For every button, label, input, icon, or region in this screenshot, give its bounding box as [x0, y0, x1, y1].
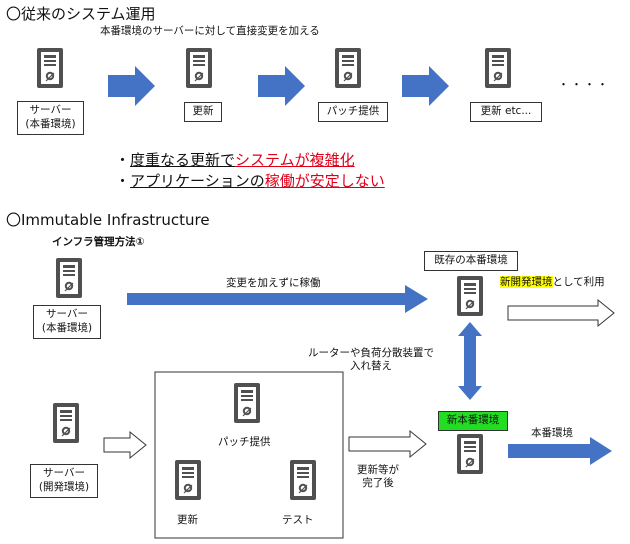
server-icon: [36, 47, 64, 89]
server-icon: [174, 459, 202, 501]
prod-server-label-box: サーバー (本番環境): [17, 101, 84, 135]
step-patch-box: パッチ提供: [318, 102, 388, 122]
existing-prod-label: 既存の本番環境: [434, 254, 508, 267]
label-line: サーバー: [43, 467, 85, 480]
new-dev-label: 新開発環境として利用: [500, 276, 605, 289]
server-icon: [185, 47, 213, 89]
label-line: サーバー: [29, 104, 72, 117]
step-update-box: 更新: [184, 102, 222, 122]
double-arrow-vertical-icon: [458, 322, 482, 400]
switch-label: ルーターや負荷分散装置で 入れ替え: [308, 347, 434, 373]
bullet-1: ・度重なる更新でシステムが複雑化: [115, 150, 355, 170]
bullet-mark: ・: [115, 151, 131, 169]
after-update-label: 更新等が 完了後: [357, 464, 399, 490]
ellipsis: ・・・・: [558, 78, 610, 91]
section2-subtitle: インフラ管理方法①: [52, 236, 145, 248]
new-dev-suffix: として利用: [552, 276, 605, 288]
server-icon: [484, 47, 512, 89]
server-icon: [233, 382, 261, 424]
arrow-right-icon: [402, 66, 449, 106]
label-line: 更新等が: [357, 464, 399, 476]
label-line: サーバー: [46, 308, 88, 321]
new-prod-label: 新本番環境: [446, 414, 500, 427]
label-line: 入れ替え: [350, 360, 392, 373]
step-update-etc-box: 更新 etc...: [470, 102, 542, 122]
label-line: ルーターや負荷分散装置で: [308, 347, 434, 359]
section1-title: 〇従来のシステム運用: [6, 5, 156, 23]
server-icon: [55, 257, 83, 299]
arrow-right-icon: [508, 437, 612, 465]
existing-prod-label-box: 既存の本番環境: [424, 251, 518, 271]
new-prod-label-box: 新本番環境: [438, 411, 508, 431]
step-label: 更新 etc...: [480, 105, 532, 118]
label-line: 完了後: [362, 477, 394, 490]
test-label: テスト: [282, 514, 314, 526]
bullet-2: ・アプリケーションの稼働が安定しない: [115, 171, 385, 191]
arrow-right-icon: [127, 285, 428, 313]
hollow-arrow-right-icon: [103, 430, 147, 460]
dev-server-label-box: サーバー (開発環境): [30, 464, 98, 498]
patch-label: パッチ提供: [218, 436, 271, 448]
update-label: 更新: [177, 514, 198, 526]
section1-caption: 本番環境のサーバーに対して直接変更を加える: [100, 25, 320, 37]
bullet-text: 度重なる更新で: [130, 151, 236, 169]
arrow-right-icon: [258, 66, 305, 106]
server-icon: [52, 402, 80, 444]
bullet-emphasis: 稼働が安定しない: [264, 172, 385, 190]
label-line: (開発環境): [38, 481, 90, 493]
prod-env-label: 本番環境: [531, 427, 573, 439]
arrow-right-icon: [108, 66, 155, 106]
bullet-emphasis: システムが複雑化: [235, 151, 355, 169]
label-line: (本番環境): [25, 118, 76, 130]
server-icon: [334, 47, 362, 89]
bullet-mark: ・: [115, 172, 131, 190]
step-label: 更新: [192, 105, 214, 118]
update-container: [154, 371, 344, 539]
step-label: パッチ提供: [326, 105, 380, 118]
section2-title: 〇Immutable Infrastructure: [6, 211, 210, 229]
label-line: (本番環境): [41, 322, 93, 334]
hollow-arrow-right-icon: [507, 298, 615, 328]
server-icon: [456, 433, 484, 475]
bullet-text: アプリケーションの: [130, 172, 265, 190]
new-dev-highlight: 新開発環境: [500, 276, 553, 288]
server-icon: [289, 459, 317, 501]
prod-server-label-box: サーバー (本番環境): [33, 305, 101, 339]
hollow-arrow-right-icon: [348, 429, 427, 459]
server-icon: [456, 275, 484, 317]
flow-label: 変更を加えずに稼働: [226, 277, 321, 289]
